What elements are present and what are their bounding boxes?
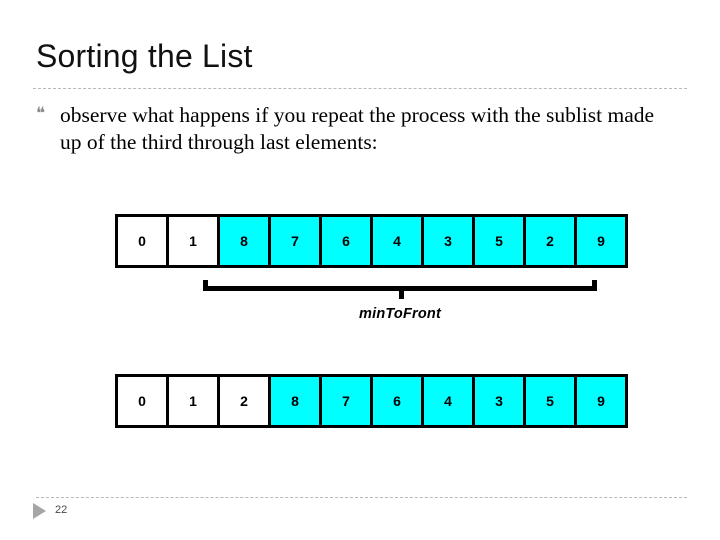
array-cell: 9: [574, 214, 628, 268]
page-number: 22: [55, 504, 68, 516]
bullet-item-text: observe what happens if you repeat the p…: [60, 103, 655, 154]
array-cell: 2: [217, 374, 271, 428]
array-cell: 4: [421, 374, 475, 428]
array-cell: 3: [421, 214, 475, 268]
footer-divider: [36, 497, 687, 498]
array-cell: 6: [319, 214, 373, 268]
array-cell: 5: [472, 214, 526, 268]
bracket-right-end-icon: [592, 280, 597, 291]
array-cell: 6: [370, 374, 424, 428]
bullet-item: ❝ observe what happens if you repeat the…: [36, 102, 676, 156]
array-cell: 7: [319, 374, 373, 428]
array-cell: 4: [370, 214, 424, 268]
list-before-table: 0 1 8 7 6 4 3 5 2 9: [115, 214, 628, 268]
array-cell: 9: [574, 374, 628, 428]
play-triangle-icon: [33, 503, 46, 519]
array-cell: 2: [523, 214, 577, 268]
list-before-container: 0 1 8 7 6 4 3 5 2 9: [115, 214, 628, 268]
bracket-label: minToFront: [359, 306, 441, 322]
body-content: ❝ observe what happens if you repeat the…: [36, 102, 676, 156]
bullet-marker-icon: ❝: [36, 104, 46, 123]
table-row: 0 1 2 8 7 6 4 3 5 9: [115, 374, 628, 428]
array-cell: 1: [166, 214, 220, 268]
bracket-left-end-icon: [203, 280, 208, 291]
list-after-container: 0 1 2 8 7 6 4 3 5 9: [115, 374, 628, 428]
bracket-horizontal-bar: [203, 286, 597, 291]
array-cell: 3: [472, 374, 526, 428]
title-divider: [33, 88, 687, 89]
array-cell: 5: [523, 374, 577, 428]
array-cell: 0: [115, 374, 169, 428]
array-cell: 8: [268, 374, 322, 428]
array-cell: 7: [268, 214, 322, 268]
array-cell: 0: [115, 214, 169, 268]
array-cell: 8: [217, 214, 271, 268]
min-to-front-bracket-group: minToFront: [203, 280, 597, 330]
bracket-center-pointer-icon: [399, 290, 404, 299]
array-cell: 1: [166, 374, 220, 428]
page-title: Sorting the List: [36, 38, 253, 74]
table-row: 0 1 8 7 6 4 3 5 2 9: [115, 214, 628, 268]
list-after-table: 0 1 2 8 7 6 4 3 5 9: [115, 374, 628, 428]
